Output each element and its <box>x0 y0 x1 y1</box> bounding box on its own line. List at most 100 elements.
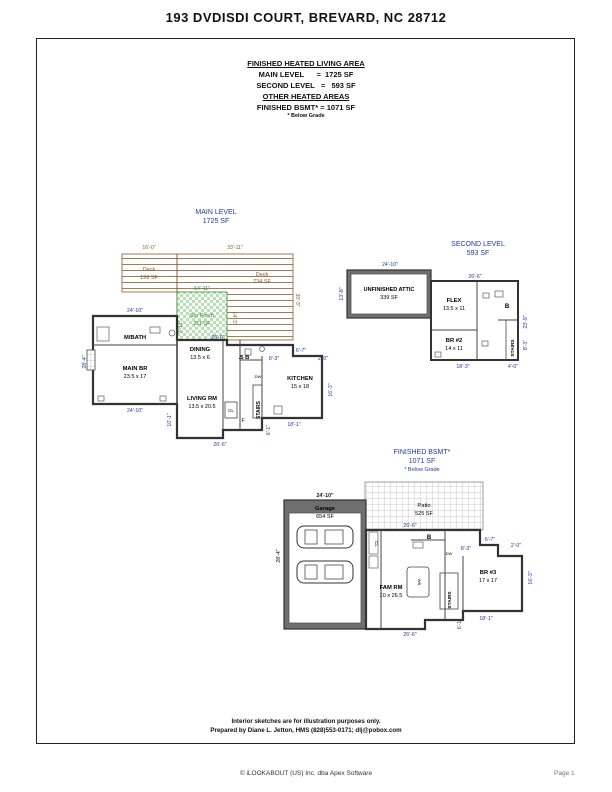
area-summary: FINISHED HEATED LIVING AREA MAIN LEVEL =… <box>200 58 412 120</box>
second-level-plan: UNFINISHED ATTIC 339 SF FLEX 13.5 x 11 B… <box>339 262 529 370</box>
dim-16: 16'-0" <box>142 245 155 251</box>
livingrm-label: LIVING RM <box>187 396 217 402</box>
other-areas-heading: OTHER HEATED AREAS <box>262 92 350 101</box>
dim-28-4: 28'-4" <box>82 355 88 368</box>
deck-large-label: Deck <box>256 272 269 278</box>
dimb-2-0: 2'-0" <box>511 543 521 549</box>
main-level-heading: MAIN LEVEL 1725 SF <box>176 208 256 226</box>
bsmt-cl-label: CL <box>374 541 379 547</box>
b-label: B <box>505 304 510 310</box>
attic-label: UNFINISHED ATTIC <box>364 287 415 293</box>
basement-plan: Garage 654 SF Patio 525 SF FAM RM 10 x 2… <box>276 481 534 638</box>
dimb-6-1: 6'-1" <box>457 619 463 629</box>
patio <box>364 481 484 531</box>
second-level-title: SECOND LEVEL <box>451 241 505 248</box>
dim-7-11: 7'-11" <box>178 320 184 333</box>
deck-large-area: 734 SF <box>253 279 271 285</box>
disclaimer: Interior sketches are for illustration p… <box>231 718 381 725</box>
basement-outline <box>364 528 524 631</box>
dim-30: 30'-3" <box>294 293 300 306</box>
garage-label: Garage <box>315 506 336 512</box>
copyright: © iLOOKABOUT (US) Inc. dba Apex Software <box>239 770 373 777</box>
dim2-26-6: 26'-6" <box>468 274 481 280</box>
flex-size: 13.5 x 11 <box>443 306 465 312</box>
dim-8-3: 8'-3" <box>269 356 279 362</box>
dim-18-1: 18'-1" <box>287 422 300 428</box>
dim2-8-3: 8'-3" <box>523 340 529 350</box>
cl-label: CL <box>228 408 234 413</box>
main-level-plan: Deck 199 SF Deck 734 SF Scr Porch 211 SF… <box>82 245 334 448</box>
below-grade-note: * Below Grade <box>287 113 325 119</box>
dim-33: 33'-11" <box>227 245 243 251</box>
dimb-8-3: 8'-3" <box>461 546 471 552</box>
livingrm-size: 13.5 x 20.5 <box>188 404 215 410</box>
dimb-28-4: 28'-4" <box>276 549 282 562</box>
basement-heading: FINISHED BSMT* 1071 SF * Below Grade <box>372 448 472 475</box>
bsmt-dw-label: DW <box>446 551 453 556</box>
br3-size: 17 x 17 <box>479 578 497 584</box>
bsmt-line: FINISHED BSMT* = 1071 SF <box>256 103 356 112</box>
kitchen-label: KITCHEN <box>287 376 313 382</box>
dim-14-3: 14'-3" <box>231 311 237 324</box>
dim-6-7: 6'-7" <box>296 348 306 354</box>
main-level-title: MAIN LEVEL <box>195 209 237 216</box>
dimb-26-6-bottom: 26'-6" <box>403 632 416 638</box>
dimb-26-6-top: 26'-6" <box>403 523 416 529</box>
stairs2-label: STAIRS <box>510 339 516 357</box>
second-level-heading: SECOND LEVEL 593 SF <box>438 240 518 258</box>
patio-area: 525 SF <box>415 511 433 517</box>
famrm-label: FAM RM <box>380 585 403 591</box>
dim-26-6-top: 26'-6" <box>211 335 224 341</box>
main-house-outline <box>91 314 324 440</box>
garage-area: 654 SF <box>316 514 334 520</box>
dim2-13-8: 13'-8" <box>339 287 345 300</box>
porch-area: 211 SF <box>193 321 211 327</box>
dim-2-0: 2'-0" <box>318 356 328 362</box>
famrm-size: 10 x 26.5 <box>380 593 403 599</box>
dim-6-1: 6'-1" <box>266 425 272 435</box>
bsmt-b-label: B <box>427 535 432 541</box>
deck-small <box>121 253 178 293</box>
page-number: Page 1 <box>554 770 575 777</box>
mainbr-size: 23.5 x 17 <box>124 374 147 380</box>
mbath-label: M/BATH <box>124 335 146 341</box>
deck-small-area: 199 SF <box>140 275 158 281</box>
f-label: F <box>241 418 244 424</box>
sketch-frame <box>36 38 575 744</box>
second-level-outline <box>430 280 519 361</box>
dimb-24-10: 24'-10" <box>317 493 335 499</box>
br3-label: BR #3 <box>480 570 497 576</box>
br2-label: BR #2 <box>446 338 462 344</box>
half-bath-label: .5 B <box>239 355 250 361</box>
mainbr-label: MAIN BR <box>123 366 149 372</box>
dim-24-10-bottom: 24'-10" <box>127 408 143 414</box>
main-level-line: MAIN LEVEL = 1725 SF <box>258 70 354 79</box>
dimb-6-7: 6'-7" <box>485 537 495 543</box>
dim-14-11: 14'-11" <box>194 286 210 292</box>
attic-area: 339 SF <box>380 295 398 301</box>
dining-label: DINING <box>190 347 211 353</box>
main-level-area: 1725 SF <box>202 218 230 225</box>
basement-title: FINISHED BSMT* <box>393 449 451 456</box>
basement-note: * Below Grade <box>404 467 440 473</box>
dim2-4-0: 4'-0" <box>508 364 518 370</box>
dim2-18-3: 18'-3" <box>456 364 469 370</box>
kitchen-size: 15 x 18 <box>291 384 309 390</box>
porch-label: Scr Porch <box>190 313 214 319</box>
finished-area-heading: FINISHED HEATED LIVING AREA <box>247 59 365 68</box>
second-level-line: SECOND LEVEL = 593 SF <box>256 81 356 90</box>
dimb-18-1: 18'-1" <box>479 616 492 622</box>
dim-24-10-top: 24'-10" <box>127 308 143 314</box>
basement-area: 1071 SF <box>408 458 436 465</box>
br2-size: 14 x 11 <box>445 346 463 352</box>
dim2-23-9: 23'-9" <box>523 315 529 328</box>
car-2 <box>296 560 354 584</box>
prepared-by: Prepared by Diane L. Jetton, HMS (828)55… <box>210 727 402 734</box>
patio-label: Patio <box>417 503 430 509</box>
second-level-area: 593 SF <box>466 250 490 257</box>
dimb-16-3: 16'-3" <box>528 571 534 584</box>
dim2-24-10: 24'-10" <box>382 262 398 268</box>
bsmt-stairs-label: STAIRS <box>447 591 453 609</box>
stairs-label: STAIRS <box>256 400 262 419</box>
